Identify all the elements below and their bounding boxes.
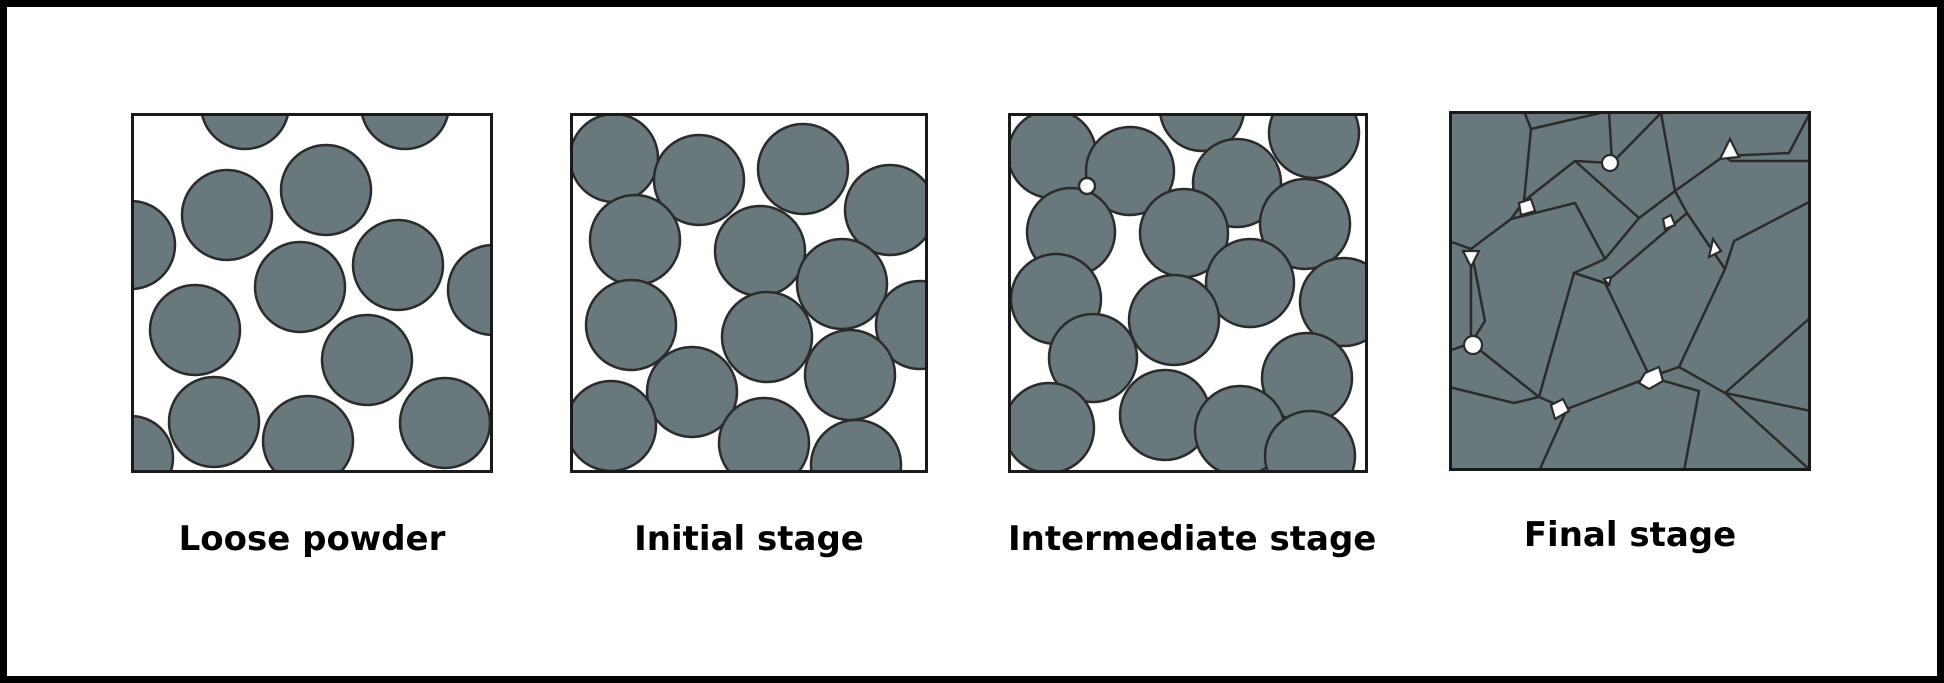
particle	[570, 114, 658, 202]
panel-initial-stage	[570, 113, 928, 473]
caption-initial-stage: Initial stage	[570, 519, 928, 559]
particle	[719, 398, 809, 473]
loose-powder-diagram	[131, 113, 493, 473]
particle	[322, 315, 412, 405]
pore	[1079, 178, 1095, 194]
particle	[722, 292, 812, 382]
panel-intermediate-stage	[1008, 113, 1368, 473]
particle	[201, 113, 289, 149]
particle	[263, 396, 353, 473]
pore	[1519, 199, 1535, 215]
panel-final-stage	[1449, 111, 1811, 471]
particle	[353, 220, 443, 310]
intermediate-stage-diagram	[1008, 113, 1368, 473]
particle	[570, 381, 656, 471]
particle	[131, 416, 173, 473]
panel-loose-powder	[131, 113, 493, 473]
particle	[805, 330, 895, 420]
caption-intermediate-stage: Intermediate stage	[1008, 519, 1368, 559]
grain-matrix	[1449, 111, 1811, 471]
particle	[361, 113, 449, 149]
particle	[797, 239, 887, 329]
pore	[1464, 336, 1482, 354]
initial-stage-diagram	[570, 113, 928, 473]
particle	[715, 206, 805, 296]
particle	[1269, 113, 1359, 178]
particle	[150, 285, 240, 375]
particle	[169, 377, 259, 467]
pore	[1602, 155, 1618, 171]
caption-loose-powder: Loose powder	[131, 519, 493, 559]
particle	[400, 378, 490, 468]
particle	[1129, 275, 1219, 365]
particle	[131, 201, 175, 289]
particle	[182, 170, 272, 260]
final-stage-diagram	[1449, 111, 1811, 471]
particle	[448, 245, 493, 335]
caption-final-stage: Final stage	[1449, 515, 1811, 555]
particle	[758, 124, 848, 214]
particle	[255, 242, 345, 332]
particle	[811, 420, 901, 473]
particle	[1008, 383, 1094, 473]
particle	[590, 195, 680, 285]
particle	[281, 145, 371, 235]
